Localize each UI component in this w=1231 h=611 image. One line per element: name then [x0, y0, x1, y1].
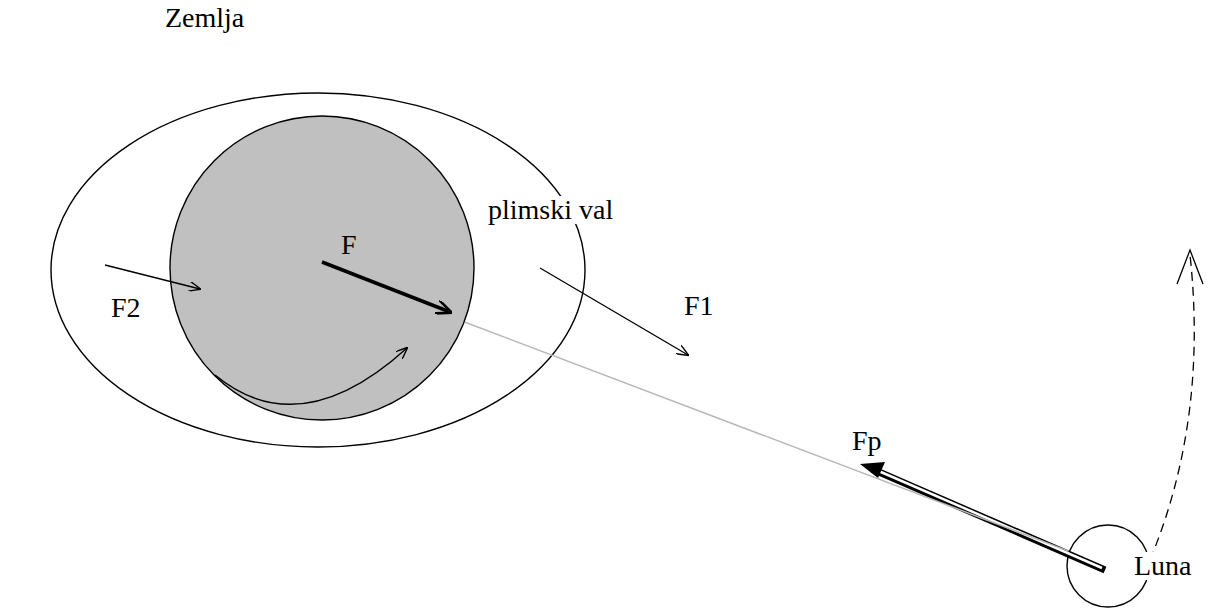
orbit-arrowhead: [1177, 250, 1203, 284]
force-label: F1: [684, 292, 714, 320]
earth-body-outline: [169, 115, 475, 421]
moon-circle: Luna: [1066, 524, 1150, 608]
connector-line: [465, 322, 1069, 551]
moon-label: Luna: [1132, 552, 1194, 580]
force-arrow: [872, 469, 1105, 570]
force-label: F: [341, 231, 357, 259]
earth-body: F: [169, 115, 475, 421]
tidal-wave-label: plimski val: [486, 196, 615, 224]
force-label: F2: [111, 294, 141, 322]
earth-tidal-bulge-outline: [50, 92, 586, 448]
force-arrow: [874, 469, 1102, 568]
orbit-arrow: [1150, 255, 1194, 560]
earth-tidal-bulge: Zemljaplimski valF: [50, 92, 586, 448]
force-arrowhead: [860, 462, 885, 478]
earth-label: Zemlja: [165, 4, 244, 32]
force-label: Fp: [850, 427, 884, 455]
